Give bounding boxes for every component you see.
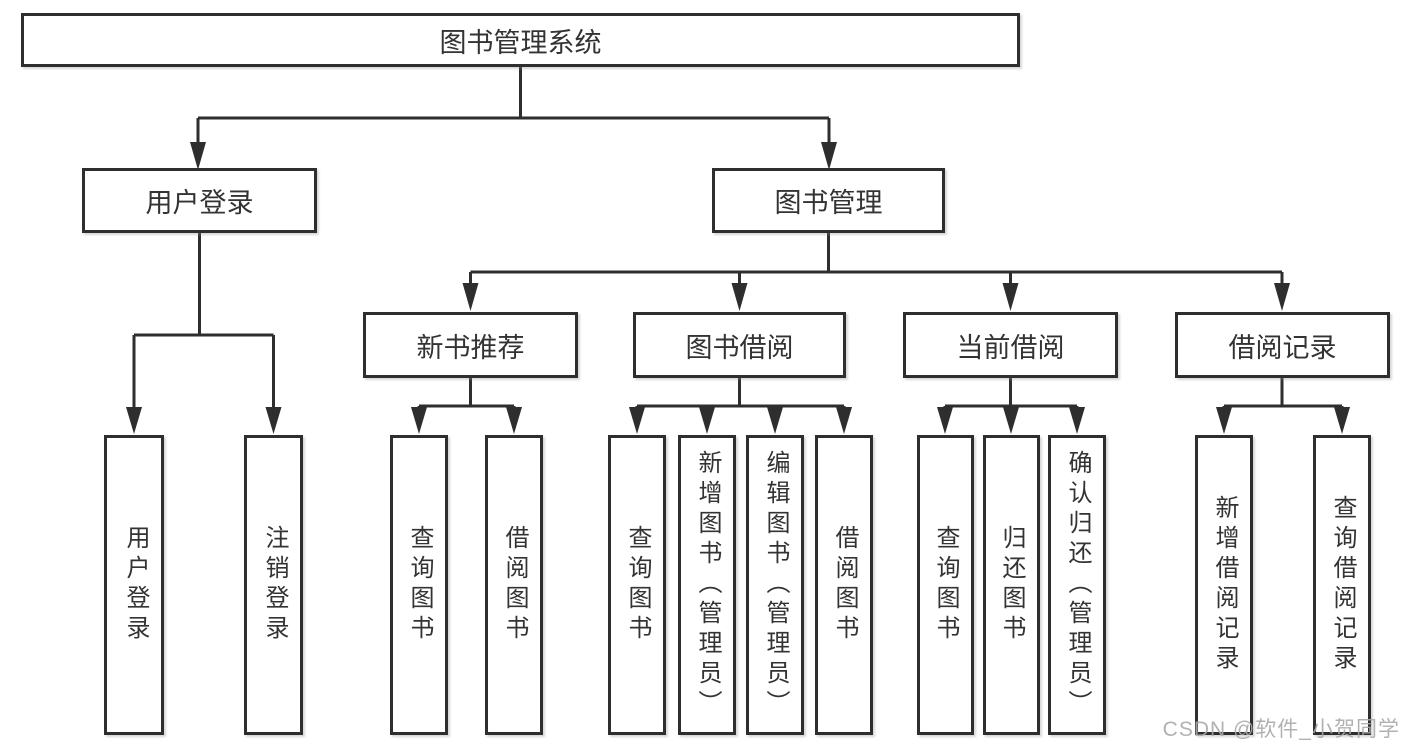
leaf-query-books-recommendation: 查询图书	[390, 435, 448, 735]
leaf-query-books-borrowing: 查询图书	[608, 435, 666, 735]
csdn-watermark: CSDN @软件_小贺同学	[1162, 718, 1400, 741]
leaf-borrow-books-borrowing: 借阅图书	[815, 435, 873, 735]
leaf-borrow-books-recommendation: 借阅图书	[485, 435, 543, 735]
node-book-borrowing: 图书借阅	[633, 312, 846, 378]
leaf-return-book: 归还图书	[983, 435, 1040, 735]
node-borrowing-records: 借阅记录	[1175, 312, 1390, 378]
leaf-user-login: 用户登录	[104, 435, 164, 735]
leaf-edit-book-admin: 编辑图书（管理员）	[746, 435, 804, 735]
node-new-book-recommendation: 新书推荐	[363, 312, 578, 378]
node-current-borrowing: 当前借阅	[903, 312, 1118, 378]
node-book-management: 图书管理	[712, 168, 945, 233]
leaf-query-books-current: 查询图书	[917, 435, 974, 735]
leaf-add-borrow-record: 新增借阅记录	[1195, 435, 1253, 735]
node-library-management-system: 图书管理系统	[21, 13, 1020, 67]
leaf-confirm-return-admin: 确认归还（管理员）	[1048, 435, 1106, 735]
leaf-logout: 注销登录	[244, 435, 303, 735]
leaf-query-borrow-record: 查询借阅记录	[1313, 435, 1371, 735]
node-user-login: 用户登录	[82, 168, 317, 233]
leaf-add-book-admin: 新增图书（管理员）	[678, 435, 736, 735]
